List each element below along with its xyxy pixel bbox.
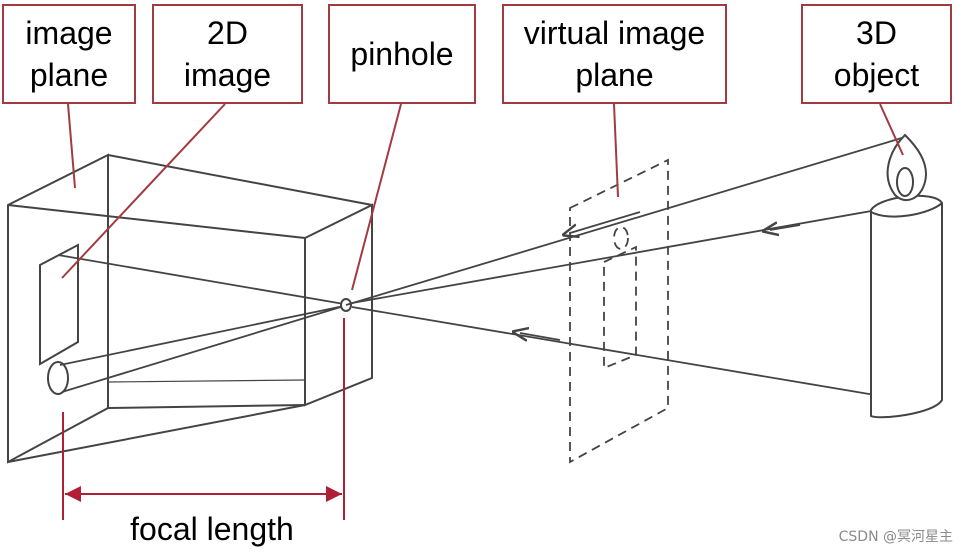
candle-flame-inner <box>897 168 913 196</box>
camera-edge-top-back <box>108 155 372 205</box>
leader-pinhole <box>352 104 401 290</box>
candle-object <box>871 135 942 417</box>
camera-back-face <box>8 155 108 462</box>
leader-2d-image <box>62 104 225 278</box>
virtual-flame <box>614 227 628 249</box>
camera-inner-edge <box>108 380 305 382</box>
leader-lines <box>62 104 903 290</box>
candle-body <box>871 196 942 417</box>
camera-front-face <box>305 205 372 405</box>
virtual-image-plane <box>570 160 668 462</box>
camera-edge-bottom-front <box>8 405 305 462</box>
pinhole-label: pinhole <box>328 4 476 104</box>
3d-object-label: 3D object <box>801 4 952 104</box>
watermark: CSDN @冥河星主 <box>839 526 953 546</box>
inverted-candle-body <box>40 245 78 364</box>
inverted-flame <box>48 362 68 394</box>
image-plane-label: image plane <box>2 4 136 104</box>
object-rays <box>346 137 905 395</box>
focal-length-label: focal length <box>112 508 312 550</box>
camera-edge-top-front <box>8 205 305 238</box>
2d-image-label: 2D image <box>152 4 303 104</box>
leader-virtual-plane <box>614 104 618 197</box>
internal-rays <box>58 255 344 392</box>
camera-edge-bottom-back <box>108 405 305 408</box>
leader-3d-object <box>880 104 903 155</box>
virtual-image-plane-label: virtual image plane <box>502 4 727 104</box>
